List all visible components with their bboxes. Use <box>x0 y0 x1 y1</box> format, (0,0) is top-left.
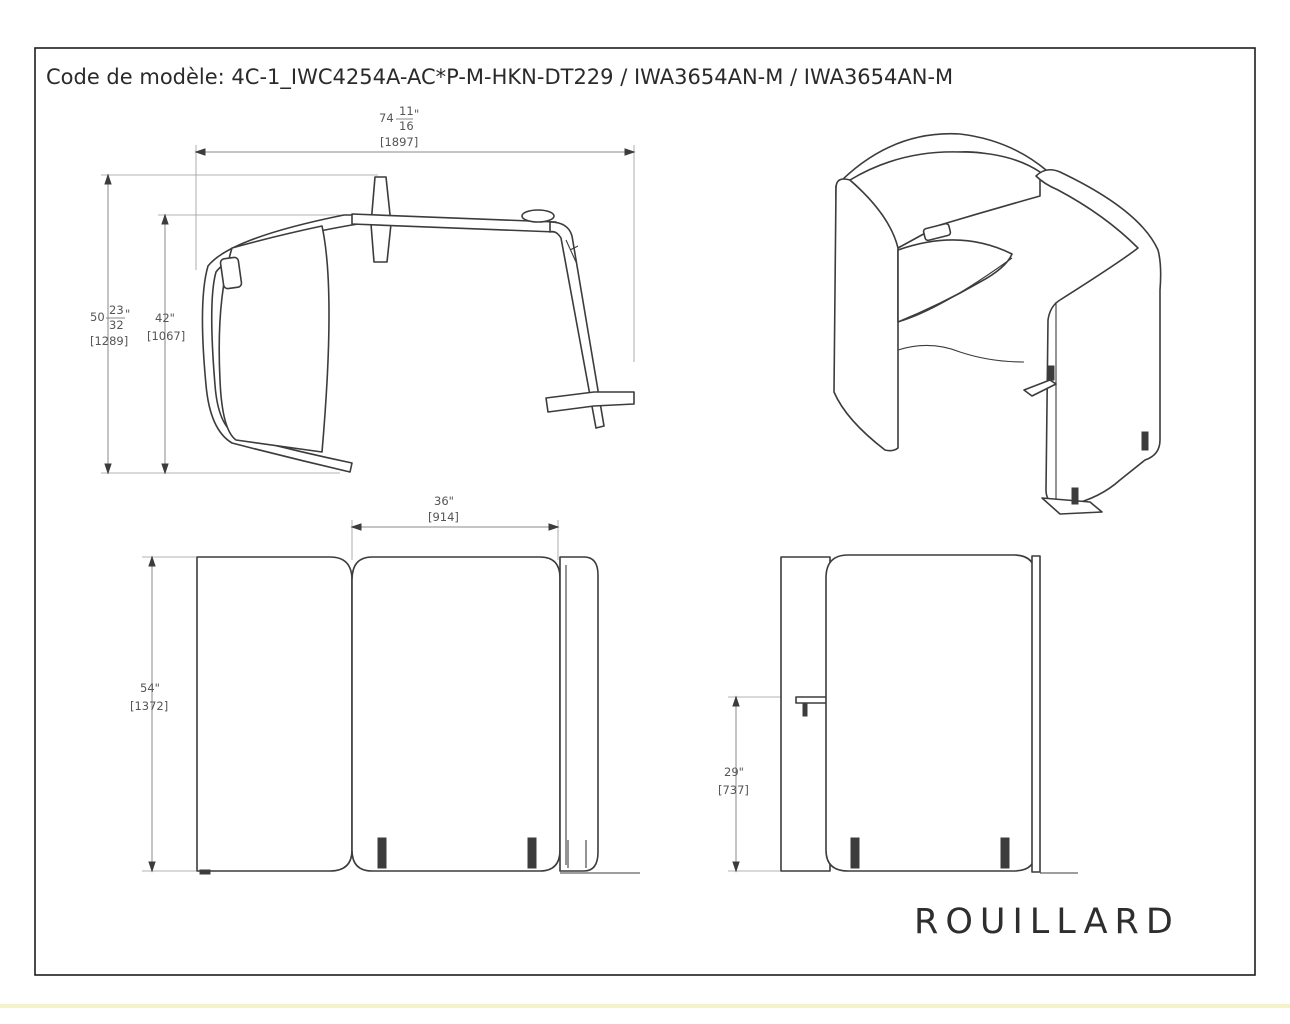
front-panel-center <box>351 556 561 872</box>
top-connector <box>521 209 555 223</box>
front-view: 36" [914] 54" [1372] <box>130 494 640 875</box>
dim-depth-mark: " <box>125 307 130 321</box>
dim-height-inch: 54" <box>140 681 160 695</box>
iso-panel-left-outer <box>833 178 899 452</box>
iso-power-unit <box>922 222 952 242</box>
brand-logo: ROUILLARD <box>914 902 1180 942</box>
iso-foot-1 <box>1023 379 1057 397</box>
top-view: 74 11 16 " [1897] 50 23 32 " [1289] 42" … <box>90 104 636 475</box>
dim-width-mark: " <box>414 107 419 121</box>
front-panel-right <box>559 556 599 872</box>
dim-desk-height-mm: [737] <box>718 783 749 797</box>
dim-desk-width-inch: 36" <box>434 494 454 508</box>
dim-depth-whole: 50 <box>90 310 105 324</box>
dim-width-mm: [1897] <box>380 135 418 149</box>
model-code-title: Code de modèle: 4C-1_IWC4254A-AC*P-M-HKN… <box>46 65 953 90</box>
dim-depth-mm: [1289] <box>90 334 128 348</box>
top-power-unit <box>219 256 243 290</box>
drawing-frame <box>34 47 1256 976</box>
dim-width-whole: 74 <box>379 111 394 125</box>
top-foot-lower <box>545 391 635 413</box>
dim-depth-den: 32 <box>109 318 124 332</box>
dim-width-num: 11 <box>399 104 414 118</box>
dim-desk-height-inch: 29" <box>724 765 744 779</box>
top-panel-right <box>549 221 605 429</box>
iso-panel-right <box>1035 168 1162 506</box>
top-panel-left <box>201 214 359 473</box>
front-panel-left <box>196 556 353 872</box>
dim-inner-depth-mm: [1067] <box>147 329 185 343</box>
side-view: 29" [737] <box>718 554 1078 874</box>
isometric-view <box>833 132 1162 515</box>
iso-panel-back-inner <box>849 151 1041 249</box>
side-panel-edge <box>1031 555 1041 873</box>
dim-width-den: 16 <box>399 119 414 133</box>
page-bottom-edge <box>0 1004 1290 1008</box>
side-desk <box>795 696 829 704</box>
dim-desk-width-mm: [914] <box>428 510 459 524</box>
dim-inner-depth-inch: 42" <box>155 311 175 325</box>
side-panel-main <box>825 554 1037 872</box>
dim-height-mm: [1372] <box>130 699 168 713</box>
top-desk-surface <box>218 225 330 453</box>
iso-desk <box>897 239 1013 323</box>
dim-depth-num: 23 <box>109 303 124 317</box>
